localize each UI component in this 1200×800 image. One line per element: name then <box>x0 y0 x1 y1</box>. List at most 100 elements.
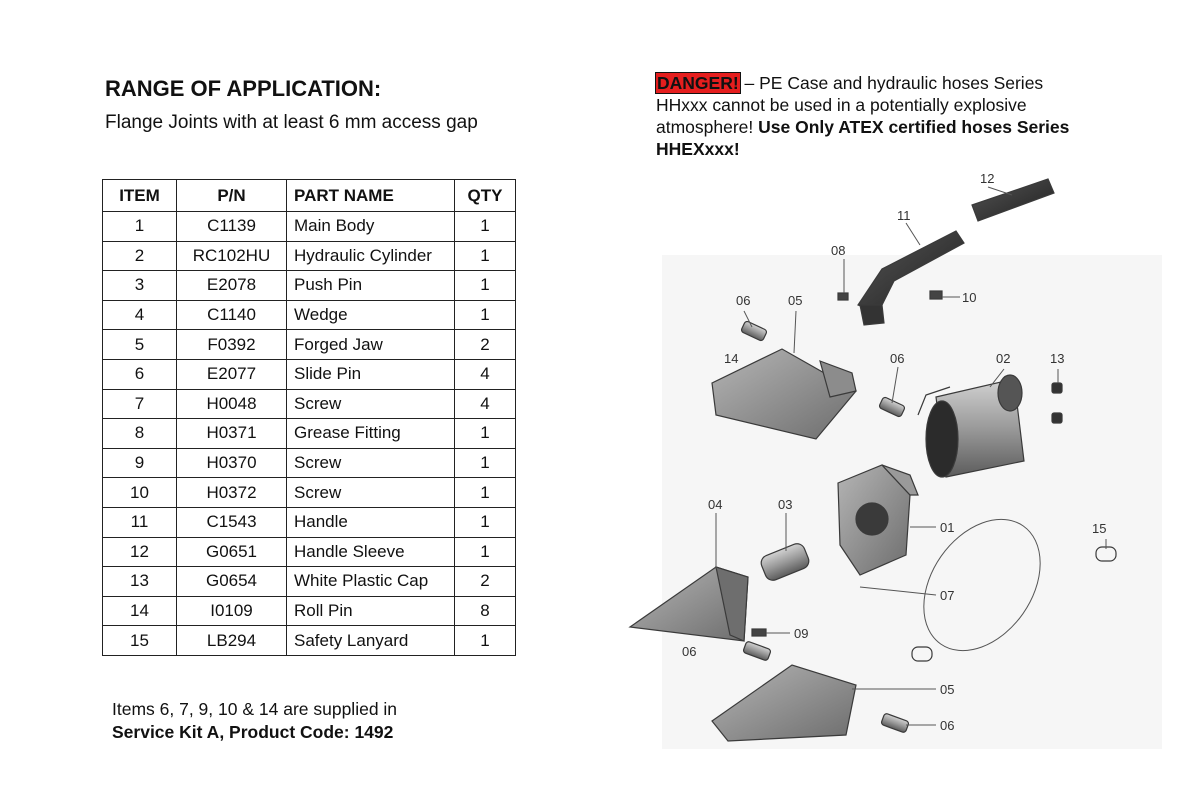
cell-pn: H0048 <box>176 388 287 420</box>
range-heading: RANGE OF APPLICATION: <box>105 76 382 101</box>
cell-part-name: Screw <box>286 477 455 508</box>
cell-qty: 1 <box>454 477 516 508</box>
cell-pn: RC102HU <box>176 240 287 272</box>
cell-item: 9 <box>102 447 177 479</box>
callout-09: 09 <box>794 626 808 641</box>
callout-12: 12 <box>980 171 994 186</box>
cell-item: 14 <box>102 595 177 627</box>
danger-atex-text: Use Only ATEX certified hoses Series HHE… <box>656 117 1070 159</box>
cell-item: 13 <box>102 566 177 597</box>
cell-qty: 8 <box>454 595 516 627</box>
cell-part-name: Forged Jaw <box>286 329 455 360</box>
callout-02: 02 <box>996 351 1010 366</box>
cell-part-name: Screw <box>286 447 455 479</box>
service-kit-note-line2: Service Kit A, Product Code: 1492 <box>112 722 394 742</box>
cell-part-name: Wedge <box>286 299 455 331</box>
header-item: ITEM <box>102 179 177 212</box>
callout-14: 14 <box>724 351 738 366</box>
cell-part-name: Push Pin <box>286 270 455 301</box>
cell-qty: 1 <box>454 240 516 272</box>
main-body-part <box>837 464 919 576</box>
callout-06-lower-left: 06 <box>682 644 696 659</box>
cell-qty: 4 <box>454 358 516 390</box>
white-plastic-caps-part <box>1051 382 1063 424</box>
cell-pn: C1140 <box>176 299 287 331</box>
cell-qty: 2 <box>454 566 516 597</box>
exploded-view-diagram: 12 11 08 10 06 05 14 06 02 13 04 03 01 1… <box>628 171 1162 749</box>
cell-pn: E2077 <box>176 358 287 390</box>
cell-item: 7 <box>102 388 177 420</box>
cell-pn: E2078 <box>176 270 287 301</box>
callout-11: 11 <box>897 208 911 223</box>
danger-warning: DANGER! – PE Case and hydraulic hoses Se… <box>655 72 1096 160</box>
cell-item: 5 <box>102 329 177 360</box>
cell-item: 6 <box>102 358 177 390</box>
cell-pn: C1543 <box>176 506 287 538</box>
callout-01: 01 <box>940 520 954 535</box>
forged-jaw-upper-part <box>711 348 857 440</box>
range-subheading: Flange Joints with at least 6 mm access … <box>105 112 478 133</box>
header-part-name: PART NAME <box>286 179 455 212</box>
callout-13: 13 <box>1050 351 1064 366</box>
cell-qty: 1 <box>454 211 516 242</box>
cell-qty: 1 <box>454 270 516 301</box>
callout-10: 10 <box>962 290 976 305</box>
wedge-part <box>628 566 749 642</box>
cell-item: 4 <box>102 299 177 331</box>
cell-qty: 1 <box>454 506 516 538</box>
slide-pin-mid-part <box>878 396 906 418</box>
cell-qty: 1 <box>454 447 516 479</box>
cell-item: 11 <box>102 506 177 538</box>
screw-09-part <box>751 628 767 637</box>
diagram-background <box>662 255 1162 749</box>
service-kit-note-line1: Items 6, 7, 9, 10 & 14 are supplied in <box>112 699 398 719</box>
callout-06-mid: 06 <box>890 351 904 366</box>
cell-qty: 1 <box>454 536 516 568</box>
cell-pn: H0372 <box>176 477 287 508</box>
cell-part-name: Safety Lanyard <box>286 625 455 656</box>
table-header-row: ITEM P/N PART NAME QTY <box>102 179 516 212</box>
cell-part-name: Hydraulic Cylinder <box>286 240 455 272</box>
hydraulic-cylinder-part <box>917 374 1025 478</box>
cell-pn: C1139 <box>176 211 287 242</box>
cell-part-name: Roll Pin <box>286 595 455 627</box>
service-kit-note: Items 6, 7, 9, 10 & 14 are supplied in S… <box>112 698 397 744</box>
callout-05-upper: 05 <box>788 293 802 308</box>
cell-item: 3 <box>102 270 177 301</box>
danger-text: – PE Case and hydraulic hoses Series HHx… <box>656 73 1044 137</box>
cell-item: 1 <box>102 211 177 242</box>
callout-15: 15 <box>1092 521 1106 536</box>
slide-pin-lower-right-part <box>880 713 910 733</box>
callout-04: 04 <box>708 497 722 512</box>
slide-pin-lower-left-part <box>742 641 772 661</box>
cell-part-name: Handle <box>286 506 455 538</box>
callout-03: 03 <box>778 497 792 512</box>
cell-qty: 1 <box>454 625 516 656</box>
danger-label: DANGER! <box>655 72 741 94</box>
screw-10-part <box>929 290 943 300</box>
cell-pn: H0370 <box>176 447 287 479</box>
cell-qty: 1 <box>454 418 516 449</box>
cell-pn: I0109 <box>176 595 287 627</box>
cell-qty: 4 <box>454 388 516 420</box>
handle-sleeve-part <box>971 178 1055 222</box>
grease-fitting-part <box>837 292 849 301</box>
cell-item: 2 <box>102 240 177 272</box>
callout-06-lower-right: 06 <box>940 718 954 733</box>
cell-item: 10 <box>102 477 177 508</box>
